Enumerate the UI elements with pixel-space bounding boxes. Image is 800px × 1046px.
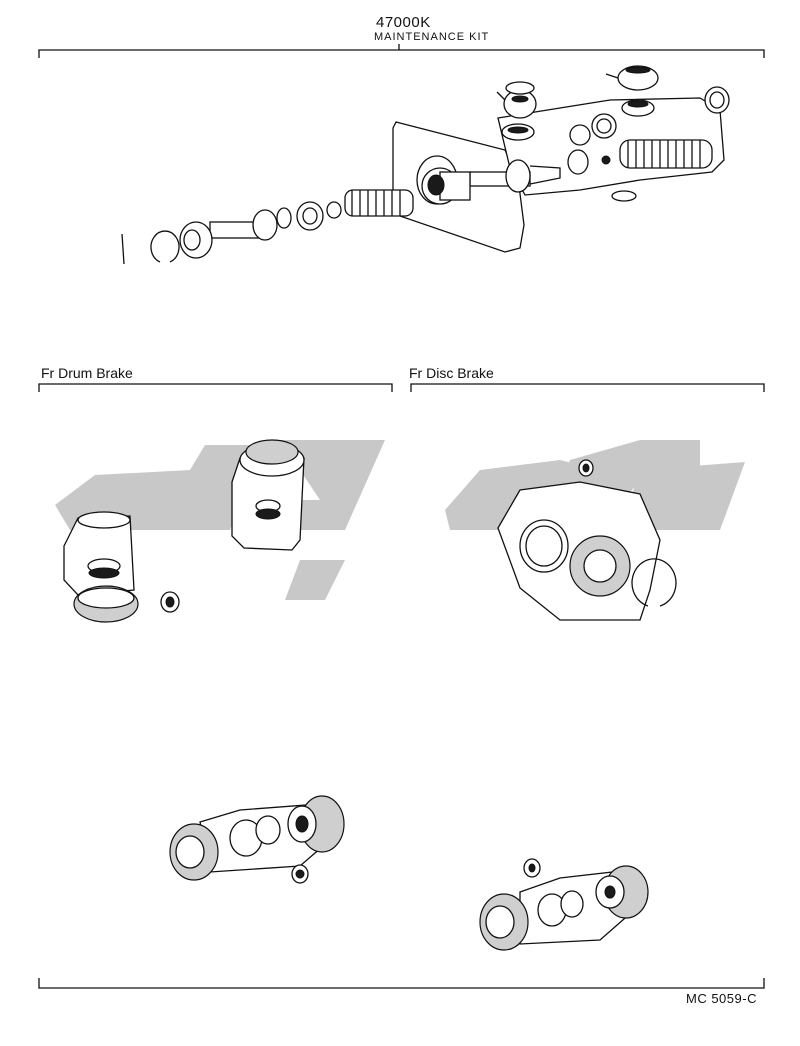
- section-label-drum-brake: Fr Drum Brake: [41, 365, 133, 381]
- master-cylinder-assembly: [121, 65, 730, 265]
- kit-name: MAINTENANCE KIT: [374, 31, 490, 43]
- bracket-lines: [38, 44, 765, 989]
- disc-brake-kit-parts: [479, 459, 677, 951]
- part-number: 47000K: [376, 14, 431, 31]
- section-label-disc-brake: Fr Disc Brake: [409, 365, 494, 381]
- drum-brake-kit-parts: [63, 439, 345, 884]
- document-code: MC 5059-C: [686, 991, 757, 1006]
